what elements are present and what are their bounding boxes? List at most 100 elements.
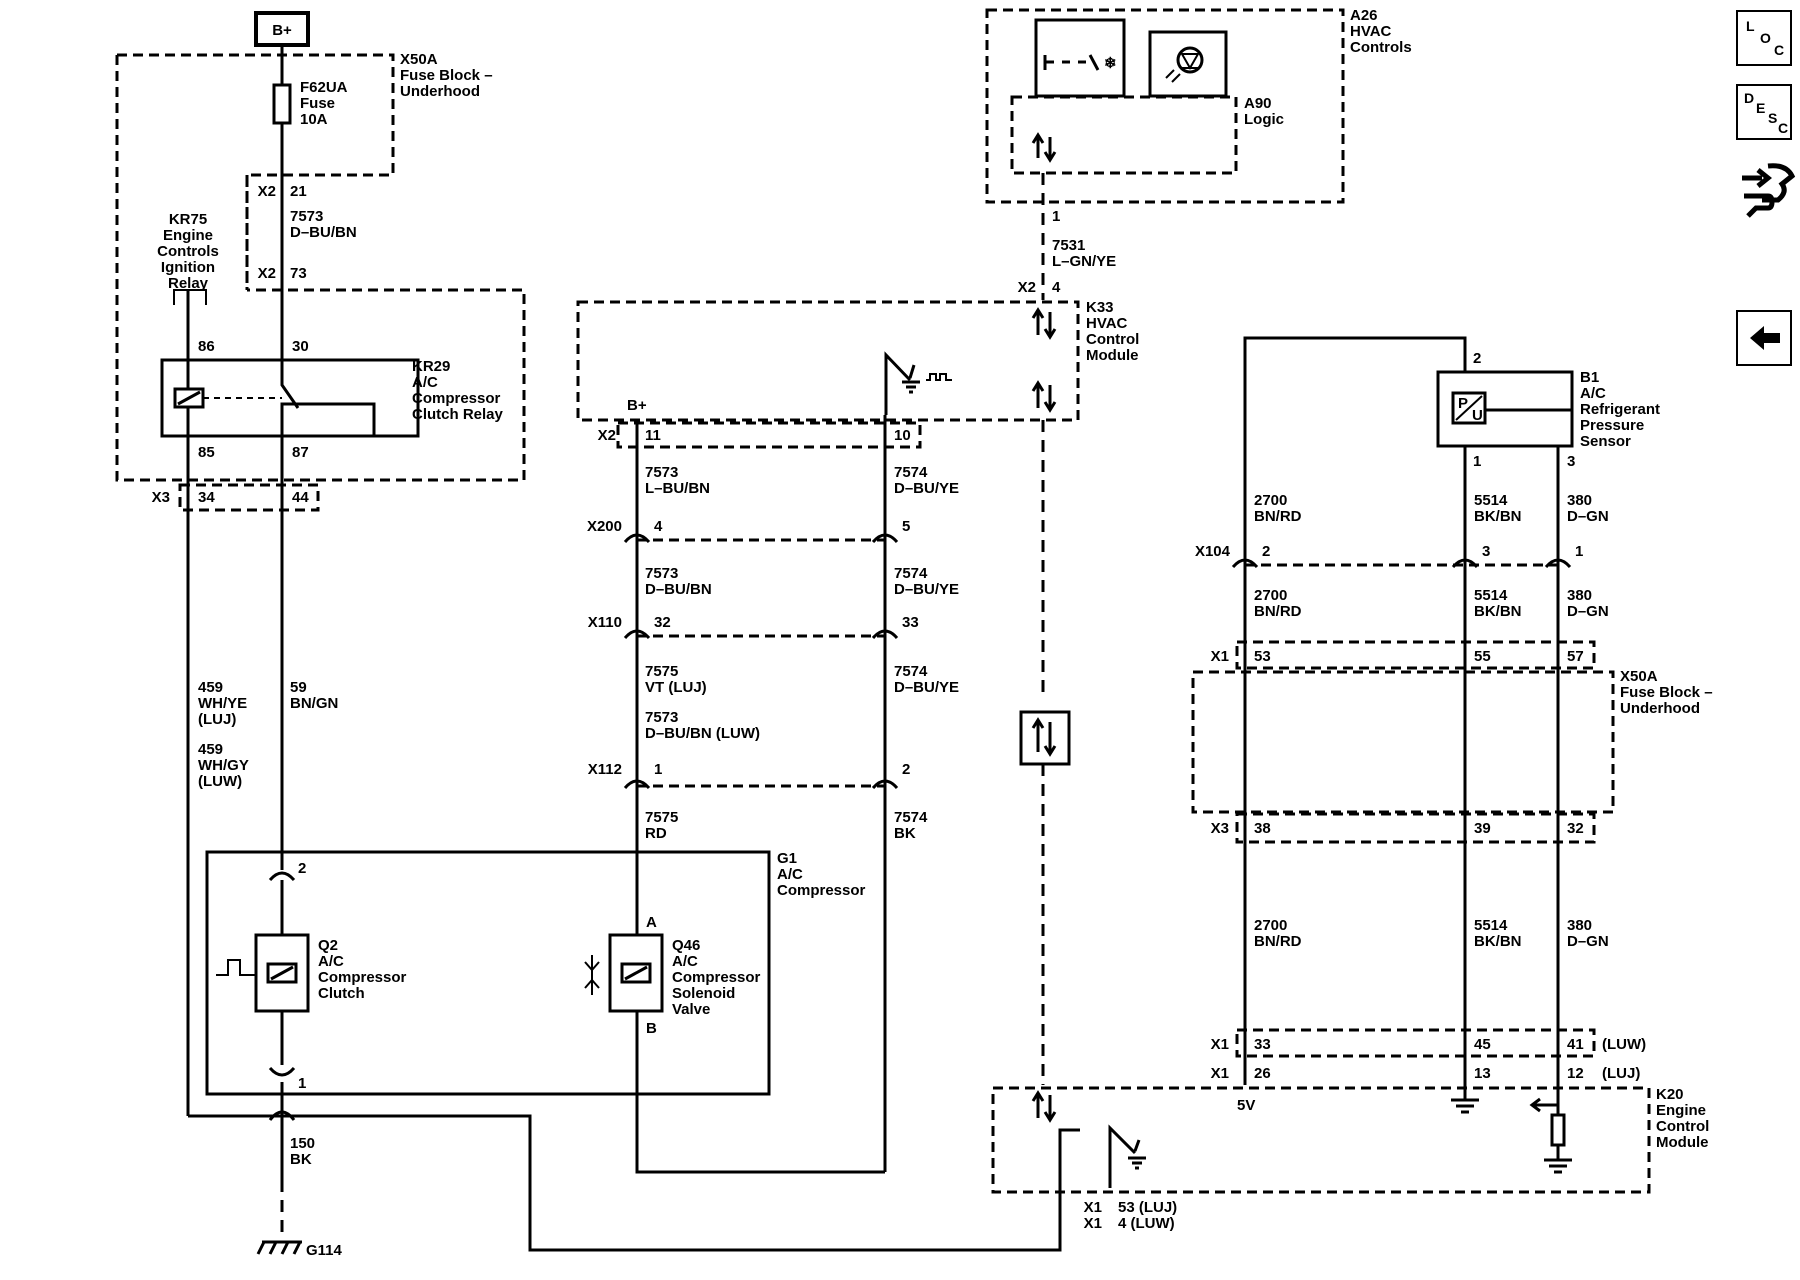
ac-switch-icon: [1043, 54, 1100, 71]
x1-top-connector: [1235, 640, 1596, 670]
kr29-pin-86: 86: [198, 338, 215, 355]
kr29-pin-85: 85: [198, 444, 215, 461]
signal-ground-icon: [1451, 1098, 1479, 1114]
a26-hvac-controls-box: [985, 8, 1345, 204]
kr29-pin-87: 87: [292, 444, 309, 461]
connector-info-icon[interactable]: [1738, 156, 1796, 220]
q46-pin-b: B: [646, 1020, 657, 1037]
k20-serial-icon: [1031, 1090, 1057, 1123]
b1-pin-3: 3: [1567, 453, 1575, 470]
kr29-relay-box: [160, 358, 420, 438]
q46-pin-a: A: [646, 914, 657, 931]
location-button[interactable]: L O C: [1736, 10, 1792, 66]
q2-pin2-connector: [268, 871, 296, 882]
k33-bplus: B+: [627, 397, 647, 414]
wire-2700: [1243, 336, 1467, 1085]
variable-valve-icon: [584, 955, 600, 995]
pwm-signal-icon: [216, 959, 256, 976]
g114-label: G114: [306, 1242, 343, 1259]
svg-text:P: P: [1458, 395, 1468, 412]
wire-459-to-k20: [188, 1114, 1080, 1252]
snowflake-icon: ❄: [1104, 55, 1117, 72]
back-button[interactable]: [1736, 310, 1792, 366]
svg-text:U: U: [1472, 407, 1483, 424]
k33-low-side-driver-icon: [884, 351, 920, 415]
x1-luw-connector: [1235, 1028, 1596, 1058]
k20-ecm-box: [991, 1086, 1651, 1194]
a26-pin-1: 1: [1052, 208, 1060, 225]
k33-serial-icon-bottom: [1031, 380, 1057, 413]
k20-driver-icon: [1108, 1124, 1146, 1188]
b1-pin-2: 2: [1473, 350, 1481, 367]
x3-left-connector: [178, 483, 320, 512]
b1-pin-1: 1: [1473, 453, 1481, 470]
q2-pin-1: 1: [298, 1075, 306, 1092]
pullup-resistor-icon: [1550, 1113, 1566, 1147]
k20-5v-label: 5V: [1237, 1097, 1255, 1114]
chassis-ground-icon: [256, 1240, 302, 1255]
wire-q46-return: [635, 1011, 885, 1174]
a90-logic-box: [1010, 95, 1238, 175]
k33-serial-icon-top: [1031, 307, 1057, 340]
description-button[interactable]: D E S C: [1736, 84, 1792, 140]
serial-data-box-icon: [1019, 710, 1071, 766]
fuse-f62ua: [272, 83, 292, 125]
kr29-pin-30: 30: [292, 338, 309, 355]
x50a-right-box: [1191, 670, 1615, 814]
indicator-led-icon: [1176, 46, 1204, 74]
bplus-label: B+: [272, 22, 292, 39]
x2-k33-connector: [616, 421, 922, 449]
g1-compressor-box: [205, 850, 771, 1096]
signal-input-arrow-icon: [1529, 1097, 1558, 1113]
kr75-connector: [173, 289, 207, 305]
k33-module-box: [576, 300, 1080, 422]
q2-pin1-connector: [268, 1066, 296, 1077]
q2-pin-2: 2: [298, 860, 306, 877]
serial-data-icon: [1031, 132, 1057, 163]
pwm-output-icon: [926, 373, 952, 381]
resistor-ground-icon: [1544, 1145, 1572, 1174]
left-arrow-icon: [1750, 326, 1780, 350]
x3-right-connector: [1235, 812, 1596, 844]
kr29-switch: [280, 360, 376, 436]
